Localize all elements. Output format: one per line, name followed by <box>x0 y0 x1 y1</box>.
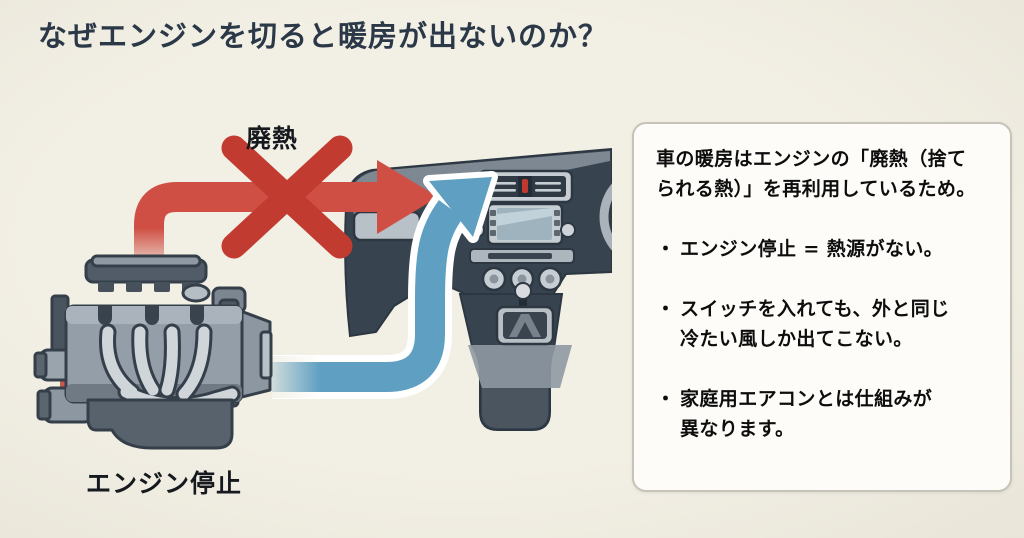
bullet-item: ・ 家庭用エアコンとは仕組みが 異なります。 <box>656 384 994 444</box>
engine-stopped-label: エンジン停止 <box>86 469 243 498</box>
shift-pattern <box>509 314 541 337</box>
page-title: なぜエンジンを切ると暖房が出ないのか？ <box>38 19 609 53</box>
red-arrow-head <box>377 160 438 234</box>
bullet-marker: ・ <box>656 298 676 321</box>
info-box: 車の暖房はエンジンの「廃熱（捨て られる熱）」を再利用しているため。 ・ エンジ… <box>632 122 1012 492</box>
engine-ports <box>98 306 204 325</box>
console-lower <box>482 388 548 428</box>
shifter-stick <box>519 294 527 310</box>
waste-heat-label: 廃熱 <box>246 124 299 153</box>
bullet-list: ・ エンジン停止 = 熱源がない。 ・ スイッチを入れても、外と同じ 冷たい風し… <box>656 234 994 444</box>
bullet-marker: ・ <box>656 238 676 261</box>
red-arrow-shaft <box>134 182 379 264</box>
blue-arrow-head <box>429 177 492 237</box>
info-intro-text: 車の暖房はエンジンの「廃熱（捨て られる熱）」を再利用しているため。 <box>656 148 976 201</box>
valve-cover-top <box>90 254 202 268</box>
bullet-marker: ・ <box>656 388 676 411</box>
blue-arrow <box>264 171 498 399</box>
bullet-item: ・ スイッチを入れても、外と同じ 冷たい風しか出てこない。 <box>656 294 994 354</box>
screen-buttons <box>490 210 560 236</box>
engine-cylinder-upper-cap <box>33 351 48 379</box>
oil-pan <box>86 398 234 450</box>
bell-shaft <box>259 330 273 380</box>
cd-slot <box>488 253 552 259</box>
bullet-text: 家庭用エアコンとは仕組みが 異なります。 <box>680 388 933 441</box>
vent-slats <box>490 182 561 192</box>
bullet-text: エンジン停止 = 熱源がない。 <box>680 238 944 261</box>
screen-glare <box>497 208 552 226</box>
engine-illustration <box>33 254 273 450</box>
engine-cylinder-lower-cap <box>36 389 52 421</box>
blue-arrow-shaft <box>272 200 464 392</box>
console-panel <box>468 345 572 388</box>
blue-arrow-tail-fade <box>264 356 320 398</box>
oil-cap <box>181 283 211 303</box>
bullet-text: スイッチを入れても、外と同じ 冷たい風しか出てこない。 <box>680 298 950 351</box>
dial-right <box>560 222 576 238</box>
blocked-x-icon <box>221 135 353 259</box>
vent-red-indicator <box>522 179 528 193</box>
steering-wheel-icon <box>599 183 612 251</box>
shifter-knob <box>514 282 532 300</box>
bullet-item: ・ エンジン停止 = 熱源がない。 <box>656 234 994 264</box>
